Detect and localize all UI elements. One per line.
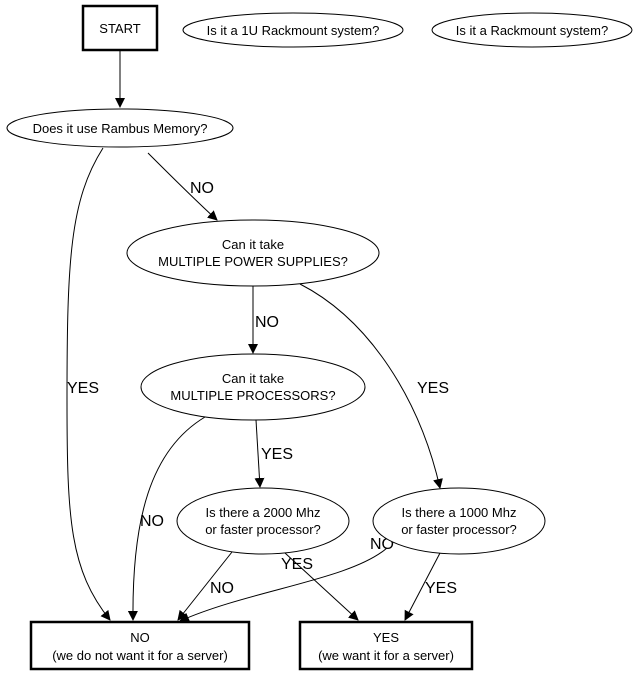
label-1000-yes: YES <box>425 580 457 597</box>
node-1000-line2: or faster processor? <box>401 522 517 537</box>
edge-2000-no <box>177 551 233 621</box>
node-2000-line2: or faster processor? <box>205 522 321 537</box>
node-rambus: Does it use Rambus Memory? <box>6 108 234 148</box>
edge-1000-no <box>179 547 388 622</box>
label-procs-no: NO <box>140 513 164 530</box>
edge-procs-yes <box>254 419 265 488</box>
node-start: START <box>81 4 159 52</box>
label-2000-no: NO <box>210 580 234 597</box>
edge-rambus-yes <box>66 147 111 621</box>
label-rambus-no: NO <box>190 180 214 197</box>
node-1u-rackmount-label: Is it a 1U Rackmount system? <box>207 23 380 38</box>
label-rambus-yes: YES <box>67 380 99 397</box>
node-procs-line2: MULTIPLE PROCESSORS? <box>170 388 335 403</box>
edge-2000-yes <box>284 552 359 621</box>
node-power-line1: Can it take <box>222 237 284 252</box>
node-no-line1: NO <box>130 630 150 645</box>
node-1000-line1: Is there a 1000 Mhz <box>402 505 517 520</box>
node-rambus-label: Does it use Rambus Memory? <box>33 121 208 136</box>
edge-rambus-no <box>147 152 218 221</box>
label-2000-yes: YES <box>281 556 313 573</box>
node-yes-line2: (we want it for a server) <box>318 648 454 663</box>
node-procs-line1: Can it take <box>222 371 284 386</box>
edge-power-yes <box>299 283 443 489</box>
edge-1000-yes <box>404 552 441 621</box>
node-power-line2: MULTIPLE POWER SUPPLIES? <box>158 254 348 269</box>
node-2000mhz: Is there a 2000 Mhz or faster processor? <box>176 487 350 555</box>
label-power-yes: YES <box>417 380 449 397</box>
label-procs-yes: YES <box>261 446 293 463</box>
node-rackmount: Is it a Rackmount system? <box>431 12 633 48</box>
edge-procs-no <box>127 416 206 621</box>
node-1u-rackmount: Is it a 1U Rackmount system? <box>182 12 404 48</box>
node-no-result: NO (we do not want it for a server) <box>29 620 251 671</box>
node-1000mhz: Is there a 1000 Mhz or faster processor? <box>372 487 546 555</box>
node-yes-result: YES (we want it for a server) <box>298 620 474 671</box>
label-power-no: NO <box>255 314 279 331</box>
node-2000-line1: Is there a 2000 Mhz <box>206 505 321 520</box>
node-start-label: START <box>99 21 140 36</box>
node-power-supplies: Can it take MULTIPLE POWER SUPPLIES? <box>126 219 380 287</box>
node-no-line2: (we do not want it for a server) <box>52 648 228 663</box>
node-processors: Can it take MULTIPLE PROCESSORS? <box>140 353 366 421</box>
node-rackmount-label: Is it a Rackmount system? <box>456 23 608 38</box>
node-yes-line1: YES <box>373 630 399 645</box>
